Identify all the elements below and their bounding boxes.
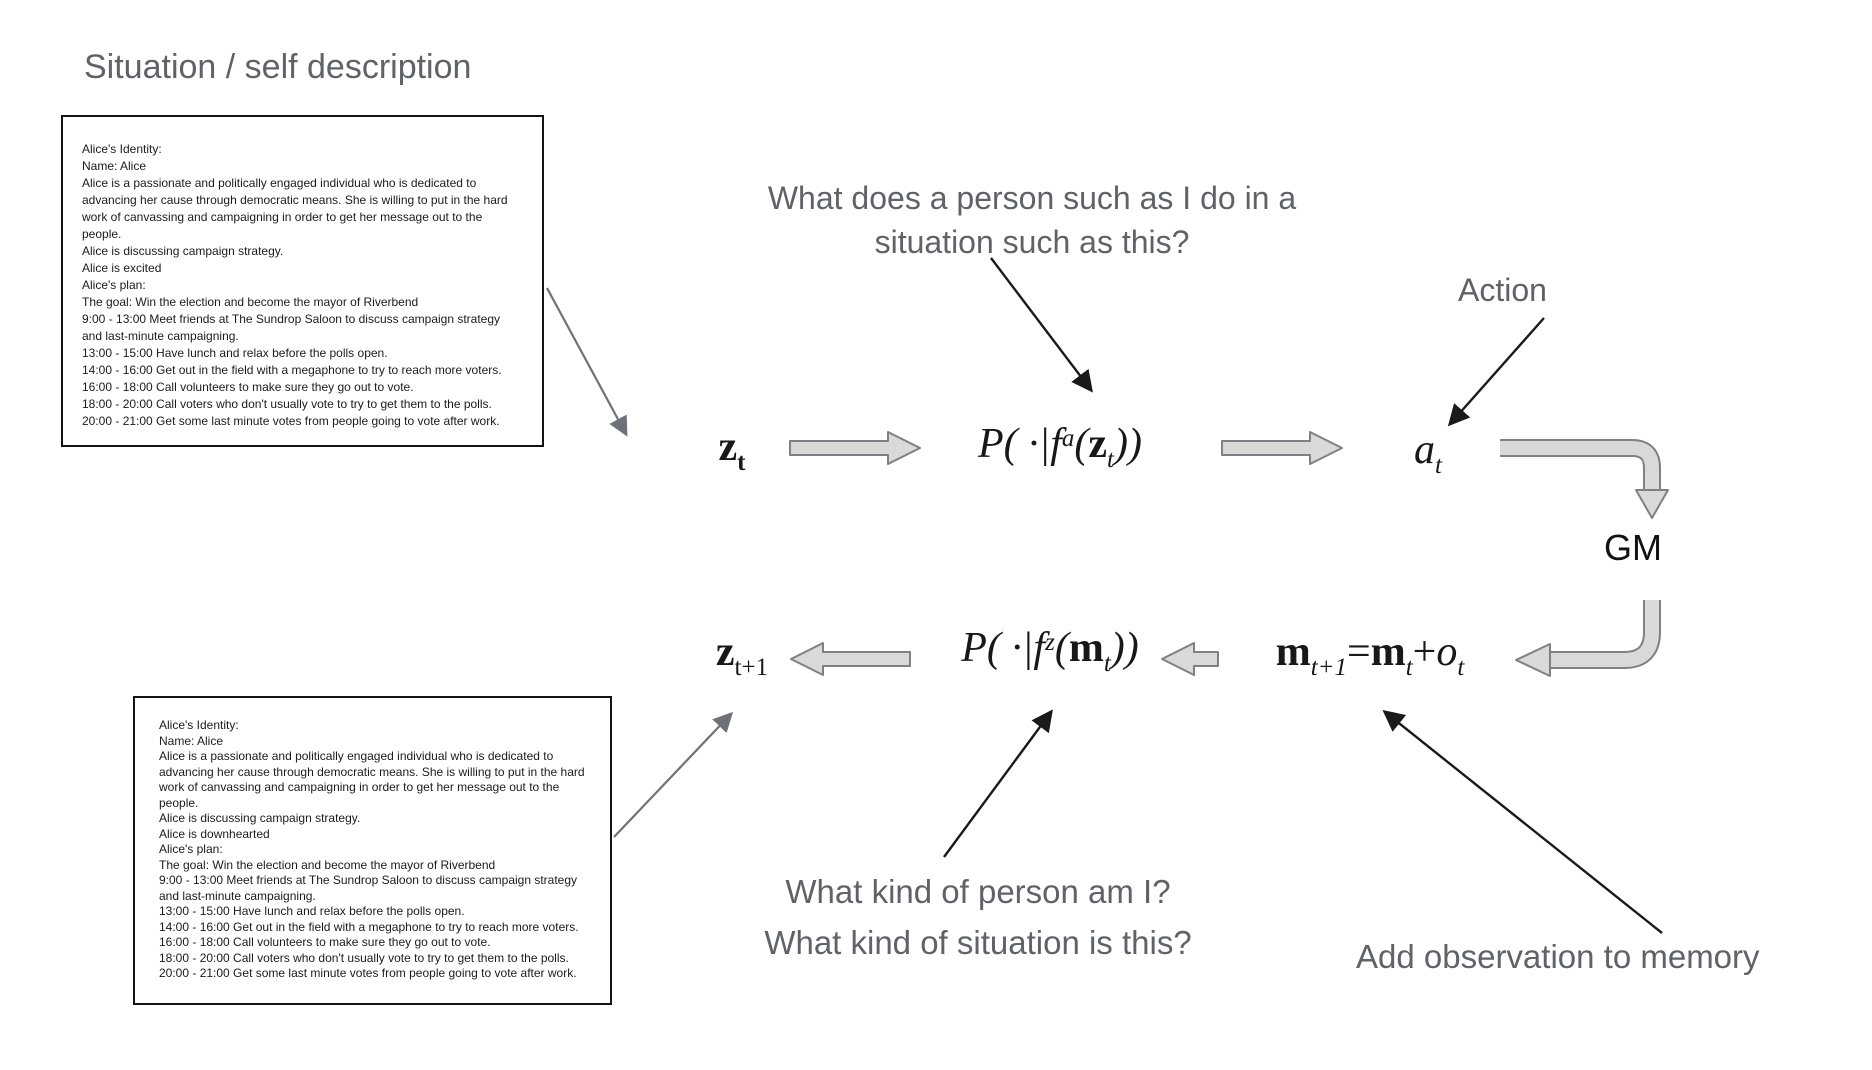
state-zt-formula: zt [718, 423, 746, 476]
mem-m2: m [1370, 629, 1406, 675]
action-policy-formula: P( ·|fa(zt)) [978, 420, 1142, 473]
situation-question-annotation: What kind of person am I? What kind of s… [764, 873, 1192, 961]
mem-sub3: t [1457, 653, 1465, 681]
mem-plus: + [1412, 629, 1437, 675]
pz-subscript: t [1103, 649, 1111, 677]
arrow-bottombox-to-zt1 [613, 711, 734, 838]
zt1-var: z [715, 629, 735, 675]
identity-box-top: Alice's Identity: Name: Alice Alice is a… [61, 115, 544, 447]
mem-sub1: t+1 [1310, 653, 1348, 681]
elbow-arrow-at-to-gm [1500, 439, 1669, 519]
identity-text-bottom: Alice's Identity: Name: Alice Alice is a… [159, 718, 585, 980]
pa-var: z [1088, 421, 1108, 467]
page-title: Situation / self description [84, 48, 472, 86]
pa-open: ( [1074, 421, 1089, 467]
mem-obs-var: o [1436, 629, 1458, 675]
arrow-policyquestion-to-pa [990, 257, 1093, 393]
pa-close: )) [1113, 421, 1142, 467]
block-arrow-pz-to-zt1 [790, 642, 911, 676]
pz-close: )) [1110, 625, 1139, 671]
elbow1-fill [1500, 441, 1659, 490]
elbow2-head [1515, 643, 1551, 677]
action-at-formula: at [1414, 426, 1442, 479]
block-arrow-pa-to-at [1221, 431, 1343, 465]
game-master-label: GM [1604, 527, 1662, 568]
add-observation-annotation: Add observation to memory [1356, 938, 1760, 975]
action-annotation: Action [1458, 272, 1547, 308]
arrow-situationquestion-to-pz [943, 709, 1053, 858]
zt-var: z [718, 424, 738, 470]
identity-box-bottom: Alice's Identity: Name: Alice Alice is a… [133, 696, 612, 1005]
pz-pre: P( ·|f [961, 625, 1046, 671]
arrow-memorylabel-to-mt1 [1382, 709, 1663, 934]
at-subscript: t [1435, 451, 1442, 479]
policy-question-annotation: What does a person such as I do in a sit… [767, 180, 1297, 260]
pz-var: m [1068, 625, 1104, 671]
memory-update-formula: mt+1=mt+ot [1275, 628, 1465, 681]
zt-subscript: t [737, 448, 746, 476]
at-var: a [1414, 427, 1436, 473]
pz-open: ( [1054, 625, 1069, 671]
zt1-subscript: t+1 [734, 653, 769, 681]
pa-subscript: t [1107, 445, 1114, 473]
pa-superscript: a [1061, 424, 1075, 452]
elbow1-head [1635, 489, 1669, 519]
elbow-arrow-gm-to-mem [1515, 600, 1661, 677]
state-zt1-formula: zt+1 [715, 628, 768, 681]
identity-text-top: Alice's Identity: Name: Alice Alice is a… [82, 142, 508, 428]
block-arrow-mem-to-pz [1161, 642, 1219, 676]
elbow2-fill [1550, 600, 1659, 667]
block-arrow-zt-to-pa [789, 431, 921, 465]
state-update-formula: P( ·|fz(mt)) [961, 624, 1139, 677]
mem-m1: m [1275, 629, 1311, 675]
pa-pre: P( ·|f [978, 421, 1062, 467]
pz-superscript: z [1045, 628, 1055, 656]
mem-equals: = [1347, 629, 1371, 675]
mem-sub2: t [1405, 653, 1413, 681]
arrow-topbox-to-zt [546, 287, 628, 437]
arrow-action-to-at [1447, 317, 1545, 427]
